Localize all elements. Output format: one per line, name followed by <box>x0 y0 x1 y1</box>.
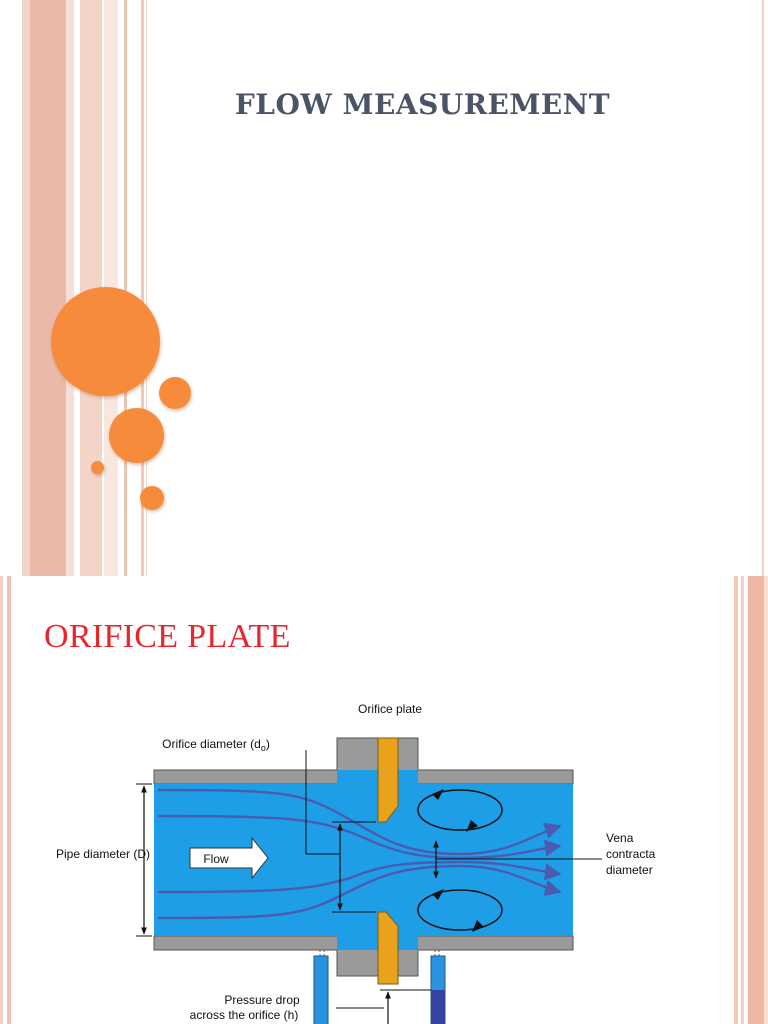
vena-contracta-label-3: diameter <box>606 863 653 877</box>
decorative-stripe <box>66 0 74 576</box>
decorative-stripe <box>30 0 66 576</box>
decorative-circle-large <box>51 287 160 396</box>
decorative-circle <box>140 486 164 510</box>
flow-arrow <box>189 836 269 880</box>
orifice-plate-lower <box>377 911 399 985</box>
decorative-stripe <box>764 576 768 1024</box>
manometer-tube-left <box>313 955 329 1024</box>
slide-2: ORIFICE PLATE <box>0 576 768 1024</box>
decorative-circle <box>159 377 191 409</box>
flow-label: Flow <box>203 852 229 866</box>
decorative-stripe <box>7 576 11 1024</box>
orifice-diameter-label: Orifice diameter (do) <box>162 737 270 753</box>
pressure-drop-label-1: Pressure drop <box>224 993 300 1007</box>
decorative-stripe <box>146 0 147 576</box>
decorative-circle <box>109 408 164 463</box>
decorative-stripe <box>124 0 127 576</box>
decorative-stripe <box>22 0 30 576</box>
pipe-wall-bottom <box>153 935 574 977</box>
slide-title: FLOW MEASUREMENT <box>234 88 611 121</box>
decorative-circle-small <box>91 461 104 474</box>
slide-title: ORIFICE PLATE <box>44 618 291 655</box>
vena-contracta-label-1: Vena <box>606 831 634 845</box>
orifice-plate-upper <box>377 737 399 823</box>
decorative-stripe <box>748 576 764 1024</box>
decorative-stripe <box>734 576 738 1024</box>
eddy-lower <box>417 889 503 931</box>
decorative-stripe <box>762 0 764 576</box>
decorative-stripe <box>741 576 744 1024</box>
orifice-plate-label: Orifice plate <box>358 702 422 716</box>
slide-1: FLOW MEASUREMENT <box>22 0 764 576</box>
pressure-drop-label-2: across the orifice (h) <box>190 1008 299 1022</box>
eddy-upper <box>417 789 503 831</box>
vena-contracta-label-2: contracta <box>606 847 656 861</box>
orifice-plate-diagram: Flow Orifice plate Orifice diameter (do)… <box>56 702 656 1024</box>
pipe-diameter-label: Pipe diameter (D) <box>56 847 150 861</box>
decorative-stripe <box>141 0 144 576</box>
decorative-stripe <box>0 576 3 1024</box>
